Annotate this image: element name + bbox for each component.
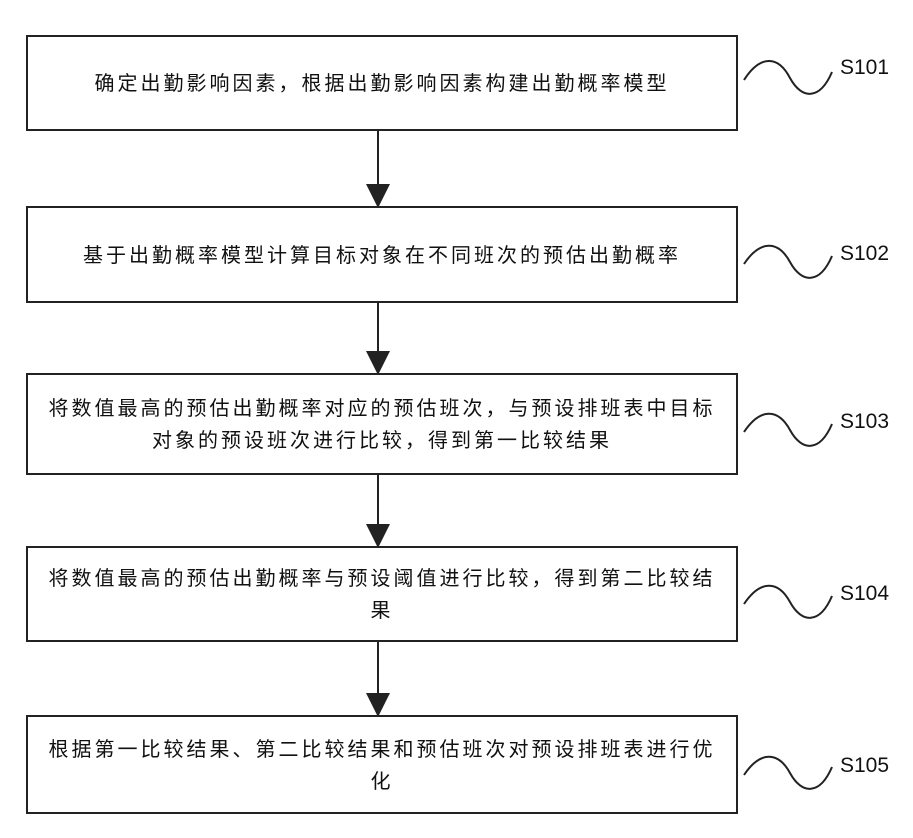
step-label-s105: S105 (840, 754, 889, 778)
leader-s101 (744, 61, 832, 94)
leader-s102 (744, 246, 832, 278)
step-box-s102: 基于出勤概率模型计算目标对象在不同班次的预估出勤概率 (26, 206, 738, 303)
leader-s103 (744, 414, 832, 446)
step-box-s105: 根据第一比较结果、第二比较结果和预估班次对预设排班表进行优化 (26, 715, 738, 814)
step-text-s105: 根据第一比较结果、第二比较结果和预估班次对预设排班表进行优化 (40, 733, 724, 797)
step-text-s102: 基于出勤概率模型计算目标对象在不同班次的预估出勤概率 (83, 239, 681, 271)
leader-s104 (744, 586, 832, 618)
step-label-s103: S103 (840, 410, 889, 434)
step-text-s101: 确定出勤影响因素，根据出勤影响因素构建出勤概率模型 (95, 67, 670, 99)
leader-s105 (744, 757, 832, 789)
step-box-s104: 将数值最高的预估出勤概率与预设阈值进行比较，得到第二比较结果 (26, 546, 738, 642)
step-label-s101: S101 (840, 56, 889, 80)
step-box-s103: 将数值最高的预估出勤概率对应的预估班次，与预设排班表中目标对象的预设班次进行比较… (26, 373, 738, 475)
step-box-s101: 确定出勤影响因素，根据出勤影响因素构建出勤概率模型 (26, 35, 738, 131)
step-text-s104: 将数值最高的预估出勤概率与预设阈值进行比较，得到第二比较结果 (40, 562, 724, 626)
step-label-s102: S102 (840, 242, 889, 266)
step-text-s103: 将数值最高的预估出勤概率对应的预估班次，与预设排班表中目标对象的预设班次进行比较… (40, 392, 724, 456)
step-label-s104: S104 (840, 582, 889, 606)
